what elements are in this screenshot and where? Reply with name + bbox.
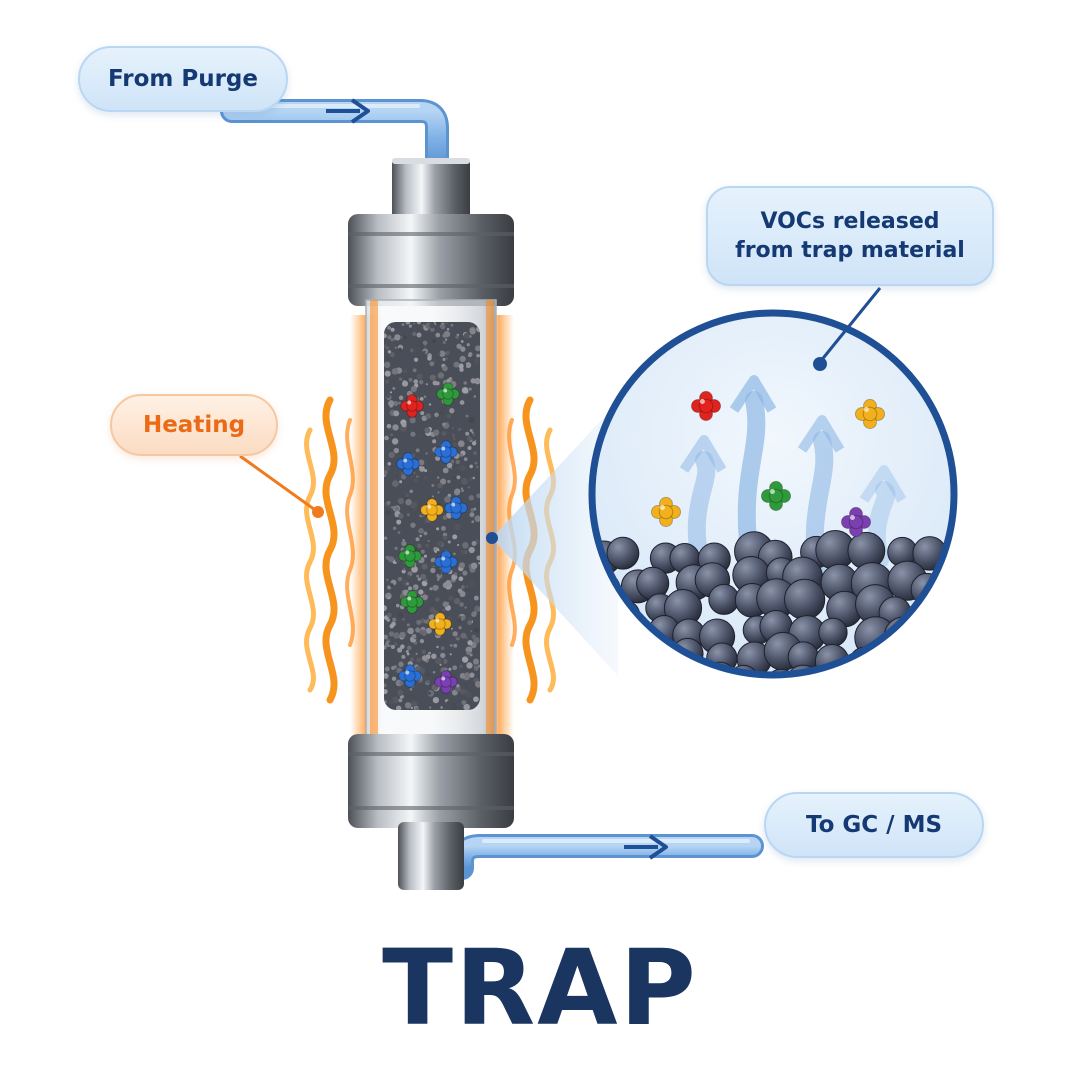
vocs-released-label: VOCs released from trap material xyxy=(706,186,994,286)
molecule-icon xyxy=(396,452,420,476)
molecule-icon xyxy=(650,496,682,528)
molecule-icon xyxy=(854,398,886,430)
molecule-icon xyxy=(398,544,422,568)
molecule-icon xyxy=(428,612,452,636)
molecule-icon xyxy=(690,390,722,422)
vocs-leader xyxy=(818,287,882,363)
magnified-callout xyxy=(588,309,958,679)
heating-text: Heating xyxy=(142,412,246,438)
vocs-text-line2: from trap material xyxy=(735,238,965,263)
to-gcms-label: To GC / MS xyxy=(764,792,984,858)
molecule-icon xyxy=(400,394,424,418)
molecule-icon xyxy=(840,506,872,538)
flow-arrow-icon xyxy=(326,98,370,124)
from-purge-text: From Purge xyxy=(108,66,258,92)
flow-arrow-icon xyxy=(624,834,668,860)
molecule-icon xyxy=(760,480,792,512)
molecule-icon xyxy=(398,664,422,688)
heat-wave-icon xyxy=(304,396,355,704)
molecule-icon xyxy=(420,498,444,522)
molecule-icon xyxy=(436,382,460,406)
vocs-text-line1: VOCs released xyxy=(760,209,940,234)
molecule-icon xyxy=(434,440,458,464)
trap-column xyxy=(348,158,514,890)
molecule-icon xyxy=(444,496,468,520)
from-purge-label: From Purge xyxy=(78,46,288,112)
molecule-icon xyxy=(434,670,458,694)
diagram-title: TRAP xyxy=(382,927,698,1049)
molecule-icon xyxy=(434,550,458,574)
to-gcms-text: To GC / MS xyxy=(805,812,943,838)
heating-label: Heating xyxy=(110,394,278,456)
molecule-icon xyxy=(400,590,424,614)
heating-leader xyxy=(239,454,319,514)
